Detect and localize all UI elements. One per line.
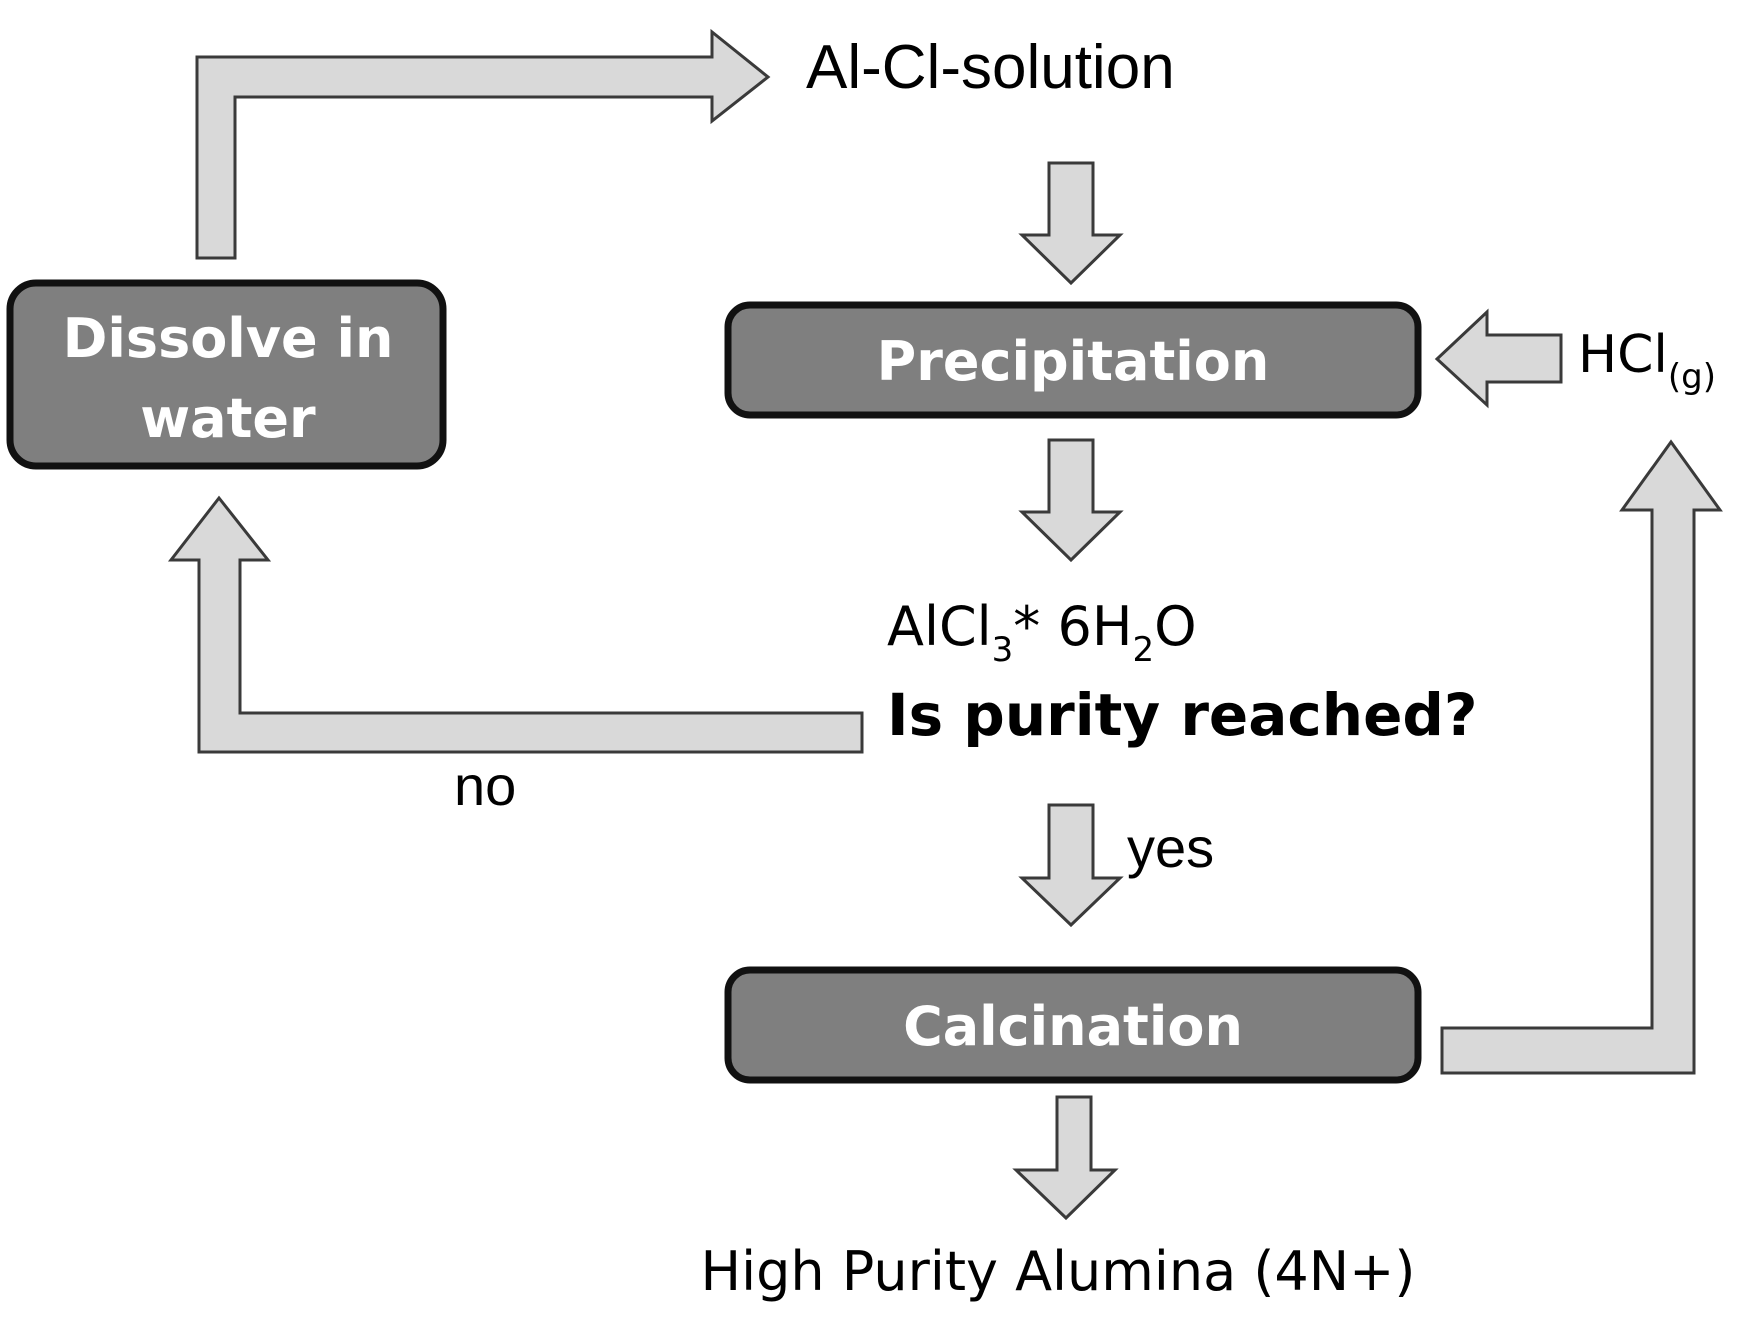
arrow-hcl-to-precipitation [1434, 308, 1563, 409]
label-hcl-subscript: (g) [1668, 357, 1716, 397]
arrow-yes-to-calcination [1018, 803, 1124, 928]
node-dissolve-line1: Dissolve in [63, 307, 394, 370]
label-alcl3-part-b: * 6H [1013, 595, 1132, 658]
arrow-dissolve-to-solution [195, 28, 771, 260]
arrow-solution-to-precipitation [1018, 161, 1124, 286]
label-hcl-main: HCl [1578, 325, 1668, 385]
label-alcl3-part-c: O [1154, 595, 1197, 658]
label-yes: yes [1127, 816, 1214, 879]
arrow-calcination-to-alumina [1012, 1095, 1119, 1221]
node-dissolve: Dissolve in water [6, 279, 447, 470]
node-precipitation-label: Precipitation [877, 330, 1270, 393]
label-purity-question: Is purity reached? [887, 681, 1478, 749]
arrow-precipitation-to-product [1018, 438, 1124, 563]
arrow-calcination-to-hcl [1440, 439, 1723, 1075]
label-hcl-gas: HCl(g) [1578, 325, 1716, 397]
label-no: no [454, 754, 516, 817]
node-precipitation: Precipitation [724, 301, 1422, 419]
label-alcl3-subscript-3: 3 [992, 630, 1014, 670]
label-alcl3-hexahydrate: AlCl3* 6H2O [887, 595, 1197, 670]
node-calcination-label: Calcination [903, 995, 1243, 1058]
node-calcination: Calcination [724, 966, 1422, 1084]
label-al-cl-solution: Al-Cl-solution [806, 33, 1175, 102]
label-alcl3-part-a: AlCl [887, 595, 992, 658]
label-alcl3-subscript-2: 2 [1132, 630, 1154, 670]
arrow-no-loop-to-dissolve [167, 495, 864, 754]
label-high-purity-alumina: High Purity Alumina (4N+) [701, 1240, 1416, 1303]
node-dissolve-line2: water [140, 387, 316, 450]
